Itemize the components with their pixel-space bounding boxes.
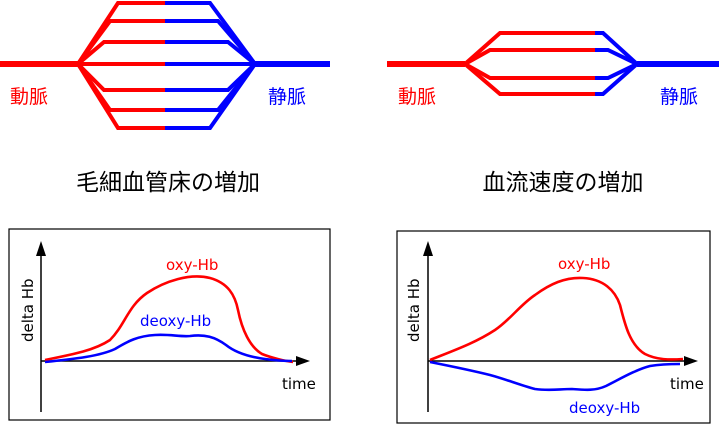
vein-label-left: 静脈: [268, 86, 306, 108]
caption-flow-speed: 血流速度の増加: [483, 170, 644, 196]
graph-right-x-label: time: [670, 375, 704, 393]
graph-right-deoxy-curve: [429, 360, 681, 392]
graph-right-y-label: delta Hb: [405, 278, 423, 342]
graph-left-oxy-label: oxy-Hb: [166, 256, 218, 274]
graph-right-oxy-label: oxy-Hb: [558, 255, 610, 273]
artery-label-right: 動脈: [398, 86, 436, 108]
graph-right-y-arrow: [423, 241, 433, 256]
artery-branch: [463, 31, 510, 66]
vein-branch: [165, 40, 257, 66]
artery-branch: [76, 62, 165, 92]
graph-right-x-arrow: [684, 356, 698, 366]
graph-right-deoxy-label: deoxy-Hb: [569, 399, 640, 417]
artery-branch: [76, 40, 165, 66]
graph-right-frame: [396, 230, 711, 424]
graph-left-frame: [8, 228, 331, 421]
vein-branch: [165, 62, 257, 112]
graph-right-oxy-curve: [429, 276, 684, 362]
artery-branch: [76, 19, 165, 66]
vein-branch: [595, 48, 638, 66]
graph-left-y-label: delta Hb: [19, 278, 37, 342]
graph-left-y-arrow: [36, 241, 46, 256]
graph-left-x-label: time: [282, 375, 316, 393]
artery-branch: [76, 62, 165, 130]
vein-branch: [595, 62, 638, 80]
vein-label-right: 静脈: [660, 86, 698, 108]
vein-branch: [165, 19, 257, 66]
graph-left-deoxy-curve: [44, 333, 293, 364]
graph-left-x-arrow: [296, 356, 310, 366]
flow-speed-diagram: [387, 31, 719, 96]
capillary-bed-diagram: [0, 0, 330, 130]
artery-branch: [464, 48, 510, 66]
artery-label-left: 動脈: [10, 86, 48, 108]
graph-right: oxy-Hb deoxy-Hb delta Hb time: [396, 230, 711, 424]
vein-branch: [595, 62, 639, 96]
artery-branch: [463, 62, 510, 96]
caption-capillary-bed: 毛細血管床の増加: [76, 170, 260, 196]
vein-branch: [165, 62, 257, 130]
graph-left: oxy-Hb deoxy-Hb delta Hb time: [8, 228, 331, 421]
vein-branch: [595, 31, 639, 66]
graph-left-oxy-curve: [44, 275, 294, 364]
graph-left-deoxy-label: deoxy-Hb: [140, 312, 211, 330]
